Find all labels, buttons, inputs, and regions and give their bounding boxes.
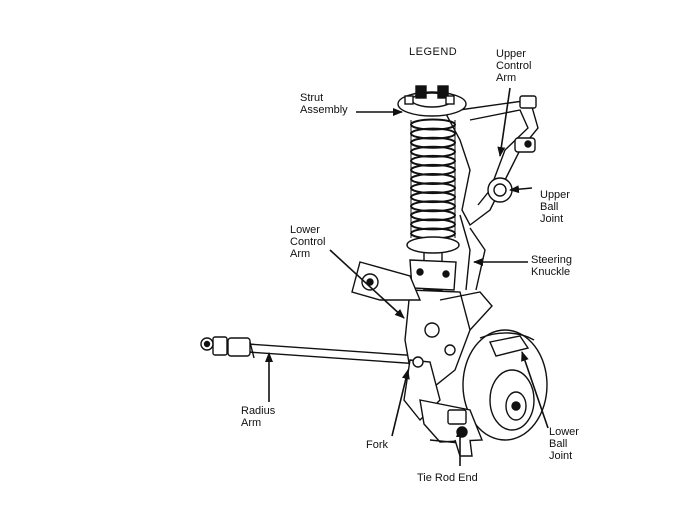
- legend-title: LEGEND: [409, 46, 458, 58]
- fork-part: [403, 356, 484, 457]
- label-steering-knuckle: Steering Knuckle: [531, 254, 572, 278]
- label-upper-ball-joint: Upper Ball Joint: [540, 189, 570, 225]
- leader-upper-control-arm: [497, 87, 511, 157]
- coil-spring: [410, 118, 456, 240]
- leader-upper-ball-joint: [509, 185, 533, 194]
- label-lower-control-arm: Lower Control Arm: [290, 224, 326, 260]
- leader-fork: [391, 369, 410, 437]
- label-fork: Fork: [366, 439, 388, 451]
- label-upper-control-arm: Upper Control Arm: [496, 48, 532, 84]
- strut-top-mount: [397, 85, 467, 117]
- label-lower-ball-joint: Lower Ball Joint: [549, 426, 579, 462]
- leader-lower-ball-joint: [521, 351, 549, 429]
- label-radius-arm: Radius Arm: [241, 405, 276, 429]
- radius-arm-part: [200, 336, 421, 365]
- strut-body: [406, 236, 460, 291]
- label-strut-assembly: Strut Assembly: [300, 92, 348, 116]
- upper-control-arm-part: [443, 95, 539, 227]
- label-tie-rod-end: Tie Rod End: [417, 472, 478, 484]
- leader-lines: [265, 87, 549, 466]
- leader-lower-control-arm: [329, 249, 405, 319]
